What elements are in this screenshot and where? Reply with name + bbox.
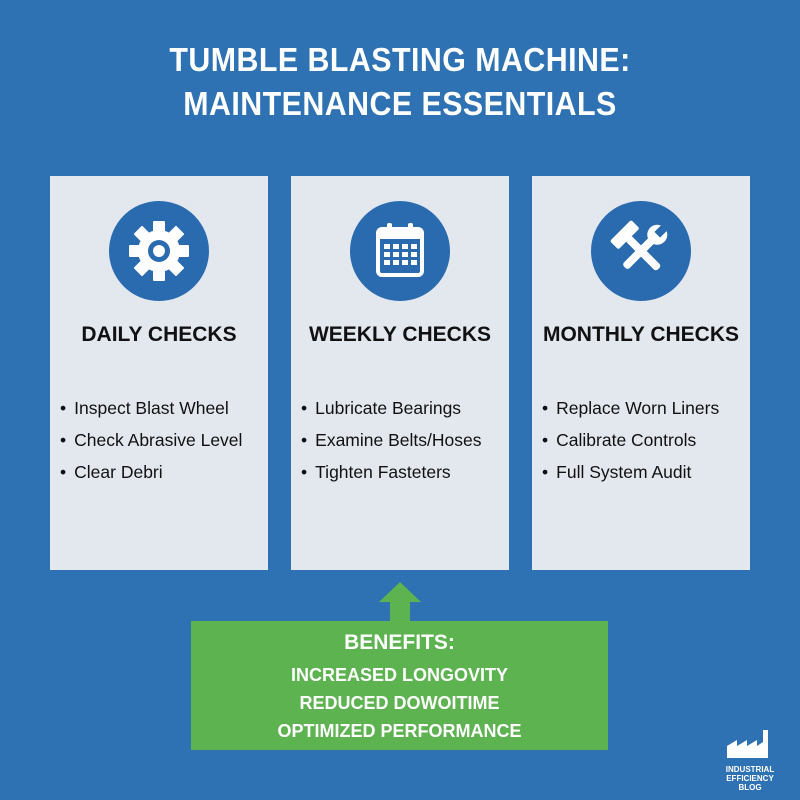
card-title: DAILY CHECKS: [81, 323, 237, 346]
benefits-list: INCREASED LONGOVITY REDUCED DOWOITIME OP…: [191, 661, 608, 745]
daily-checks-card: DAILY CHECKS Inspect Blast Wheel Check A…: [50, 176, 268, 570]
calendar-icon: [350, 201, 450, 301]
up-arrow-stem: [390, 600, 410, 622]
list-item: Check Abrasive Level: [60, 424, 265, 456]
benefits-box: BENEFITS: INCREASED LONGOVITY REDUCED DO…: [191, 621, 608, 750]
list-item: Calibrate Controls: [542, 424, 747, 456]
monthly-checks-list: Replace Worn Liners Calibrate Controls F…: [542, 392, 747, 488]
list-item: Full System Audit: [542, 456, 747, 488]
monthly-checks-card: MONTHLY CHECKS Replace Worn Liners Calib…: [532, 176, 750, 570]
benefit-item: OPTIMIZED PERFORMANCE: [277, 721, 522, 741]
up-arrow-icon: [379, 582, 421, 602]
card-title: MONTHLY CHECKS: [542, 323, 740, 346]
list-item: Replace Worn Liners: [542, 392, 747, 424]
weekly-checks-card: WEEKLY CHECKS Lubricate Bearings Examine…: [291, 176, 509, 570]
list-item: Inspect Blast Wheel: [60, 392, 265, 424]
wrench-hammer-icon: [591, 201, 691, 301]
logo-line-2: EFFICIENCY: [726, 774, 774, 783]
title-line-2: MAINTENANCE ESSENTIALS: [183, 85, 617, 122]
gear-icon: [109, 201, 209, 301]
list-item: Examine Belts/Hoses: [301, 424, 506, 456]
benefit-item: INCREASED LONGOVITY: [290, 665, 509, 685]
list-item: Clear Debri: [60, 456, 265, 488]
title-line-1: TUMBLE BLASTING MACHINE:: [169, 41, 631, 78]
factory-icon: [727, 730, 768, 758]
page-title: TUMBLE BLASTING MACHINE: MAINTENANCE ESS…: [32, 38, 768, 126]
benefit-item: REDUCED DOWOITIME: [299, 693, 500, 713]
list-item: Tighten Fasteters: [301, 456, 506, 488]
card-title: WEEKLY CHECKS: [308, 323, 492, 346]
logo-line-1: INDUSTRIAL: [725, 765, 775, 774]
blog-logo: INDUSTRIAL EFFICIENCY BLOG: [714, 728, 786, 792]
weekly-checks-list: Lubricate Bearings Examine Belts/Hoses T…: [301, 392, 506, 488]
benefits-heading: BENEFITS:: [344, 631, 455, 654]
list-item: Lubricate Bearings: [301, 392, 506, 424]
logo-line-3: BLOG: [738, 783, 762, 792]
daily-checks-list: Inspect Blast Wheel Check Abrasive Level…: [60, 392, 265, 488]
